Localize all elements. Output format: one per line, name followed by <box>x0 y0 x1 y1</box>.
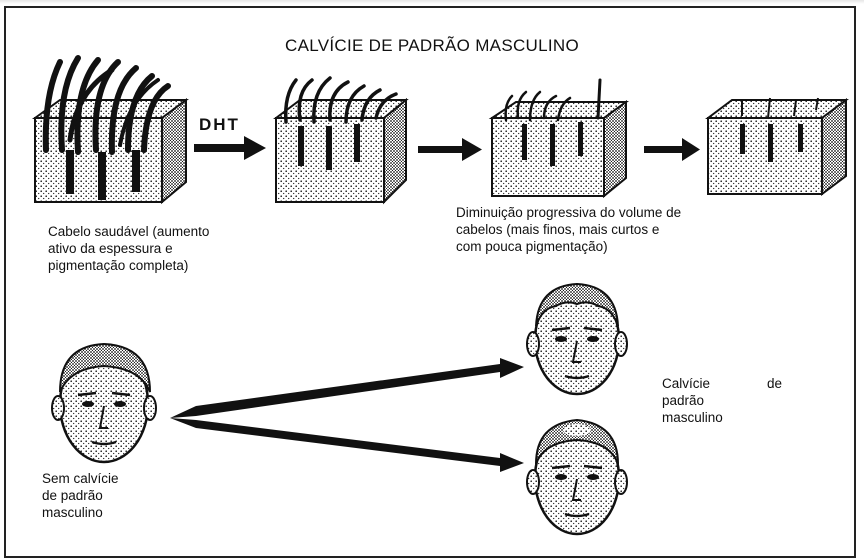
top-edge <box>0 0 864 4</box>
figure-frame <box>4 6 856 558</box>
healthy-hair-caption: Cabelo saudável (aumento ativo da espess… <box>48 223 288 274</box>
figure-title: CALVÍCIE DE PADRÃO MASCULINO <box>285 36 579 55</box>
caption-line: Sem calvície <box>42 471 119 486</box>
pattern-baldness-caption: Calvície de padrão masculino <box>662 375 782 426</box>
caption-line: com pouca pigmentação) <box>456 239 608 254</box>
scalp-block-healthy <box>31 55 189 205</box>
caption-word: Calvície <box>662 376 711 391</box>
caption-line: Diminuição progressiva do volume de <box>456 205 682 220</box>
without-baldness-caption: Sem calvície de padrão masculino <box>42 470 172 521</box>
scalp-block-bald <box>705 97 849 196</box>
caption-line: Cabelo saudável (aumento <box>48 224 210 239</box>
caption-line: masculino <box>662 410 723 425</box>
face-receding-hairline <box>526 282 628 396</box>
arrow-progression-1 <box>418 138 482 161</box>
face-crown-thinning <box>526 418 628 536</box>
scalp-block-thinning <box>273 76 409 205</box>
caption-line: ativo da espessura e <box>48 241 173 256</box>
caption-line: masculino <box>42 505 103 520</box>
arrow-progression-2 <box>644 138 700 161</box>
face-without-baldness <box>51 342 157 464</box>
caption-line: pigmentação completa) <box>48 258 189 273</box>
branch-arrows <box>170 358 524 472</box>
dht-label: DHT <box>199 115 240 134</box>
progressive-thinning-caption: Diminuição progressiva do volume de cabe… <box>456 204 768 255</box>
caption-line: Calvície de <box>662 375 782 392</box>
caption-line: cabelos (mais finos, mais curtos e <box>456 222 660 237</box>
arrow-dht <box>194 136 266 160</box>
caption-line: padrão <box>662 393 705 408</box>
caption-line: de padrão <box>42 488 103 503</box>
caption-word: de <box>766 376 782 391</box>
scalp-block-miniaturized <box>488 78 630 199</box>
